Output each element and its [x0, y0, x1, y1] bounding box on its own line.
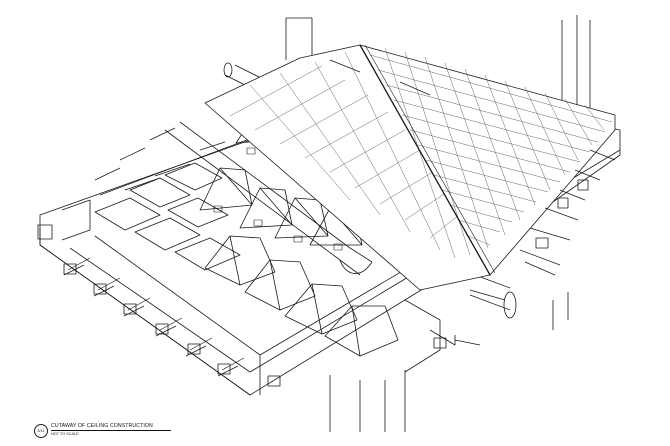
beam-ends [37, 179, 589, 387]
column-bottom [329, 370, 406, 432]
drawing-title: CUTAWAY OF CEILING CONSTRUCTION [51, 423, 153, 429]
scale-note: NOT TO SCALE [51, 432, 79, 436]
title-block: 3/11 CUTAWAY OF CEILING CONSTRUCTION NOT… [30, 422, 180, 442]
coffer-pockets [94, 162, 241, 271]
rebar-grid [359, 44, 616, 276]
view-number-tag: 3/11 [34, 424, 48, 438]
title-underline [51, 430, 171, 431]
rebar-stubs [63, 59, 616, 377]
column-left [285, 17, 313, 60]
form-hangers [213, 147, 343, 251]
